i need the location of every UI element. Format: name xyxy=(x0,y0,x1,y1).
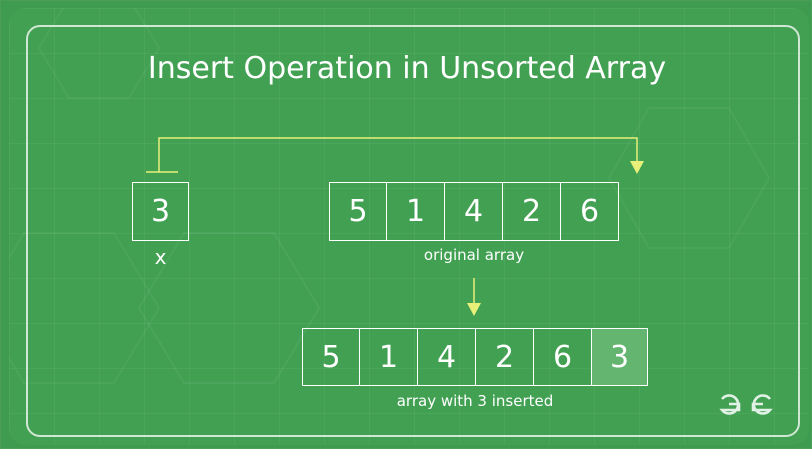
geeksforgeeks-logo-icon xyxy=(719,394,773,415)
diagram-panel xyxy=(9,8,809,445)
original-array-cell: 2 xyxy=(502,182,561,241)
inner-border xyxy=(26,25,800,437)
result-array-caption: array with 3 inserted xyxy=(396,392,554,410)
inserted-element-cell: 3 xyxy=(591,328,648,386)
connector-line xyxy=(158,137,638,172)
result-array-cell: 2 xyxy=(475,328,534,386)
original-array-cell: 4 xyxy=(444,182,503,241)
result-array-cell: 4 xyxy=(417,328,476,386)
arrow-head-right xyxy=(630,161,644,174)
original-array-cell: 5 xyxy=(329,182,387,241)
result-array-cell: 6 xyxy=(533,328,592,386)
diagram-title: Insert Operation in Unsorted Array xyxy=(147,51,667,86)
result-array-cell: 1 xyxy=(359,328,418,386)
arrow-head-down xyxy=(467,303,481,316)
element-x-label: x xyxy=(154,245,167,269)
original-array-cell: 1 xyxy=(386,182,445,241)
original-array-cell: 6 xyxy=(560,182,619,241)
hexagon-background xyxy=(9,8,771,384)
element-x-cell: 3 xyxy=(132,182,189,241)
result-array-cell: 5 xyxy=(302,328,360,386)
grid-background xyxy=(9,8,809,445)
original-array-caption: original array xyxy=(423,246,525,264)
